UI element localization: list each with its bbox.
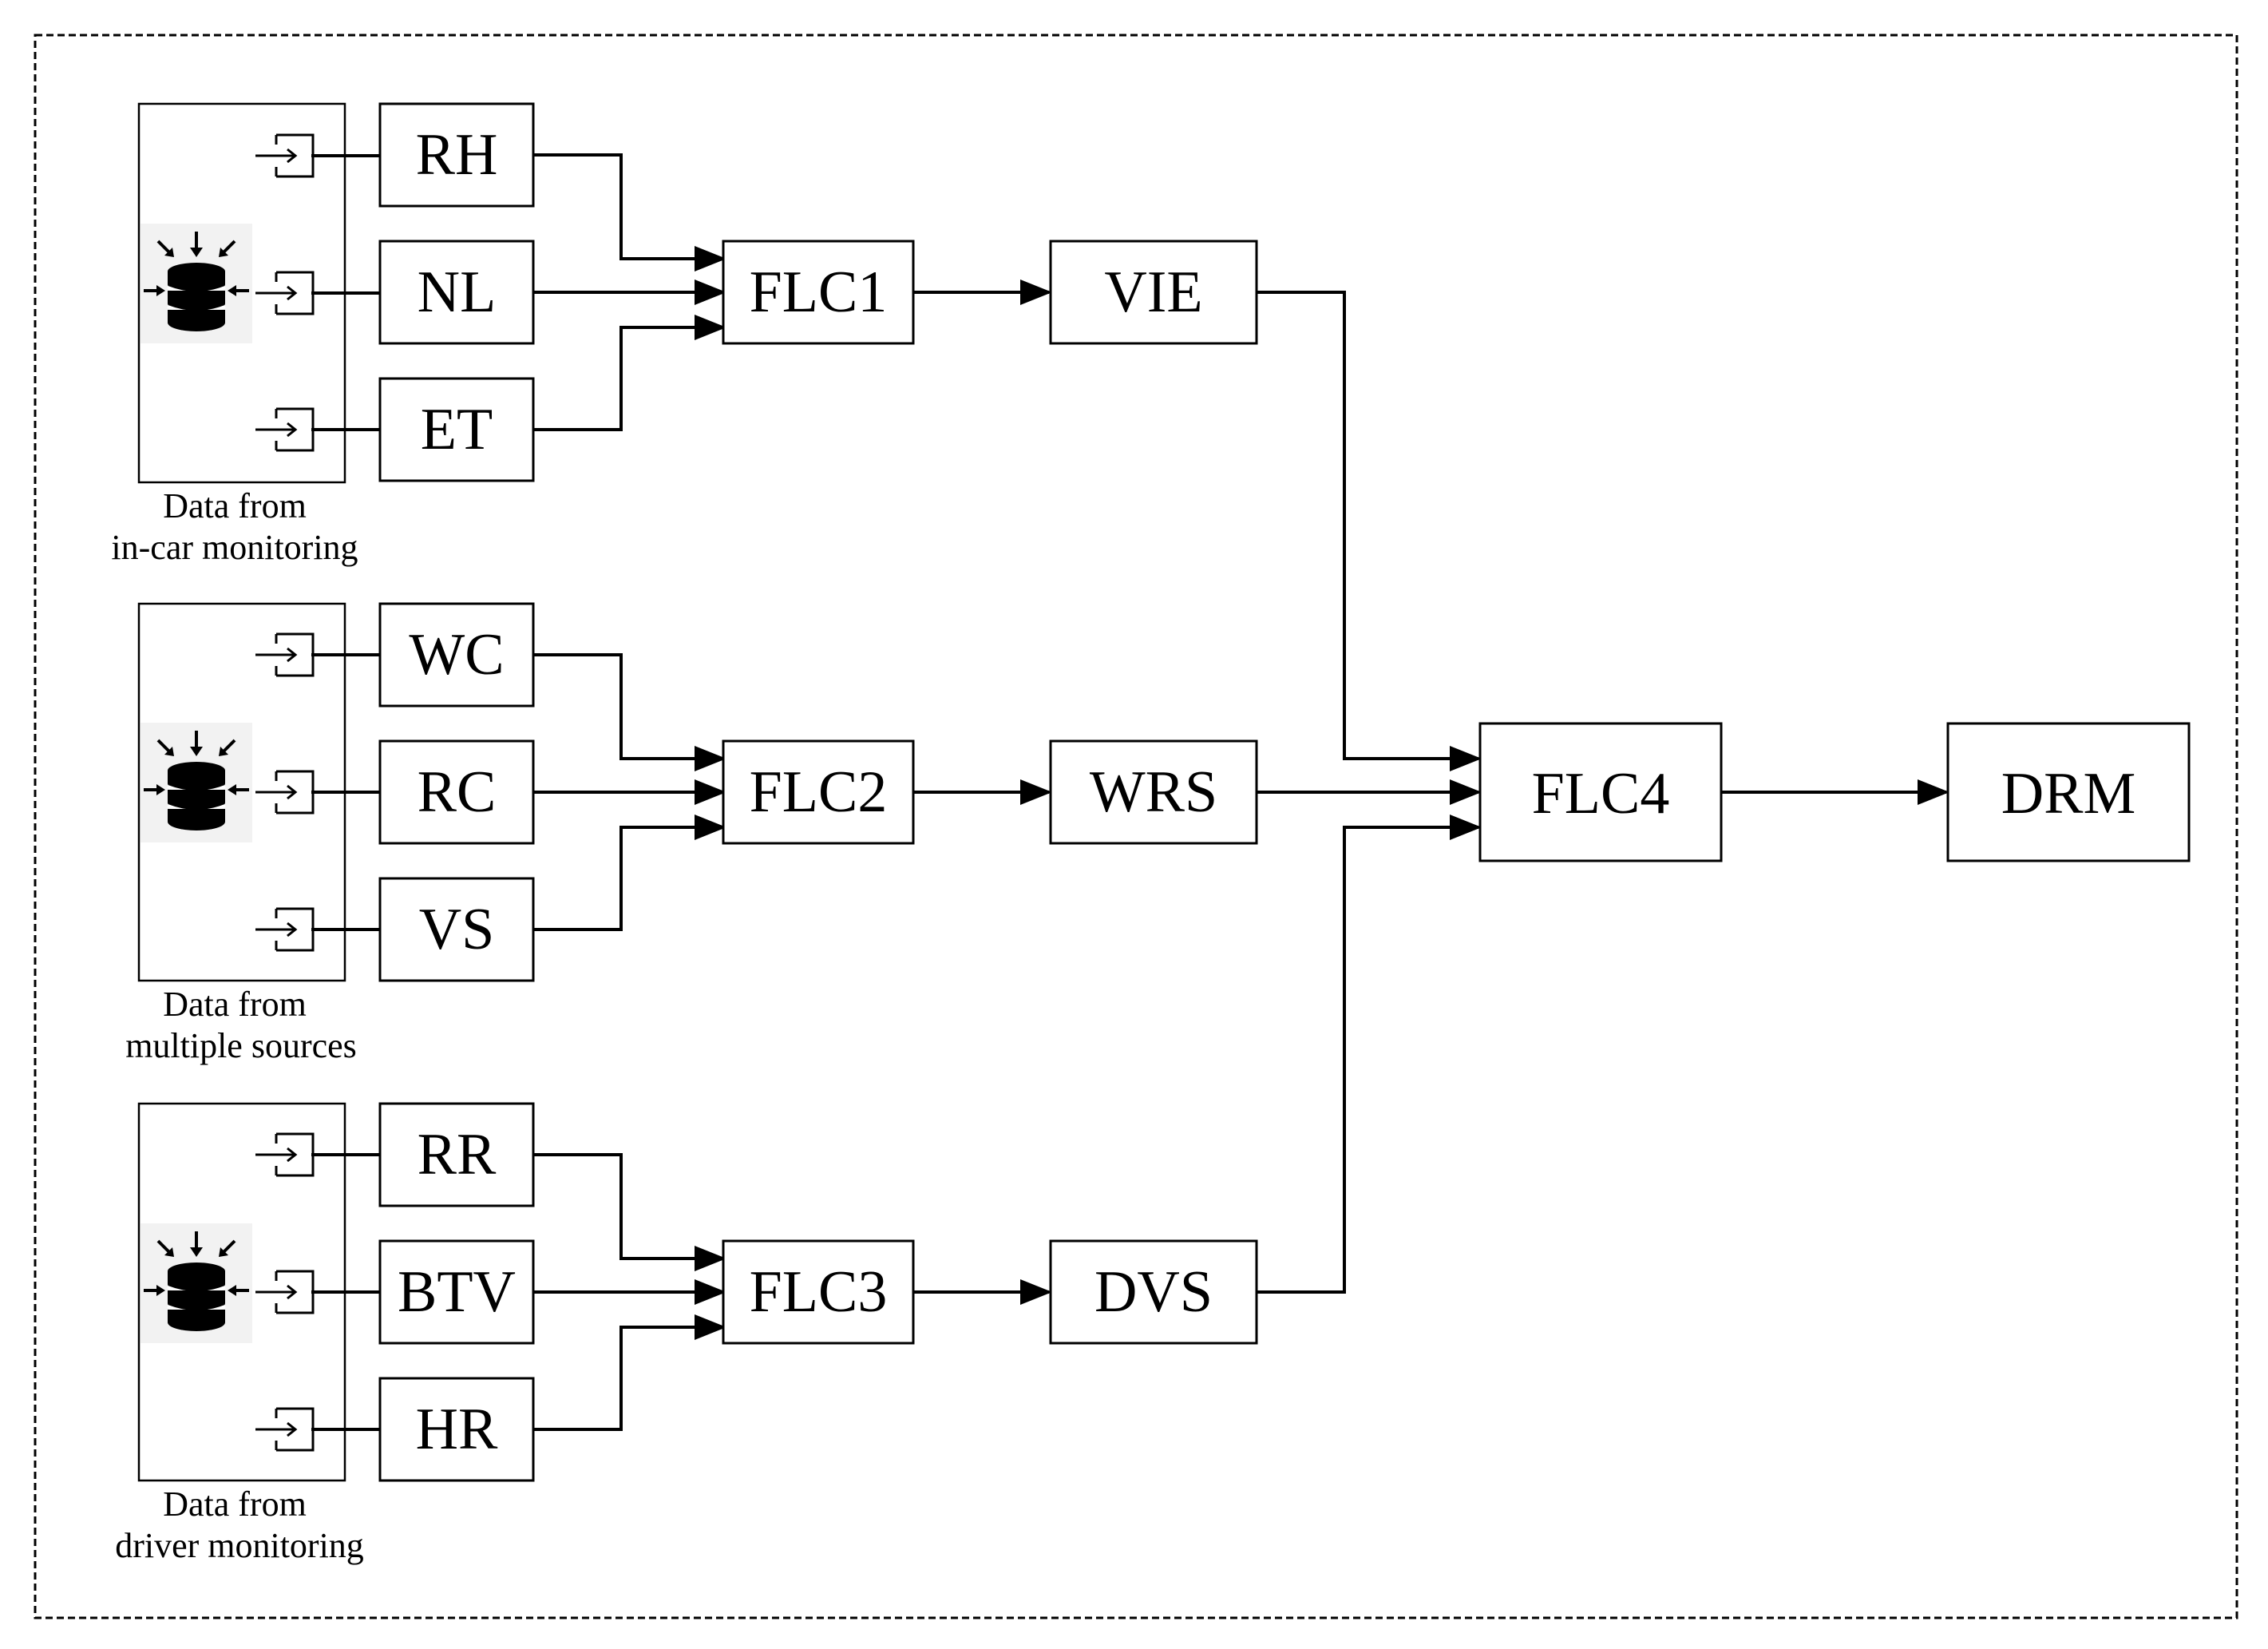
outer-dashed-frame: [34, 34, 2238, 1619]
group-label-line2: driver monitoring: [115, 1526, 364, 1565]
node-flc2: [722, 739, 915, 845]
group-label-line1: Data from: [163, 985, 307, 1024]
database-icon: [141, 723, 252, 842]
input-port-icon: [255, 1407, 315, 1452]
node-drm: [1946, 722, 2191, 862]
node-nl-label: NL: [418, 260, 497, 325]
node-wrs-label: WRS: [1090, 759, 1217, 825]
node-flc3: [722, 1239, 915, 1345]
node-vie: [1049, 240, 1258, 345]
node-rc: [378, 739, 535, 845]
node-flc2-label: FLC2: [750, 759, 888, 825]
node-rh-label: RH: [416, 122, 498, 188]
group-label-line2: in-car monitoring: [111, 528, 358, 567]
node-vs-label: VS: [419, 897, 495, 962]
database-icon: [141, 1223, 252, 1343]
node-flc4: [1478, 722, 1723, 862]
node-flc1-label: FLC1: [750, 260, 888, 325]
input-port-icon: [255, 632, 315, 677]
input-port-icon: [255, 770, 315, 815]
node-wc-label: WC: [409, 622, 504, 688]
node-rc-label: RC: [418, 759, 497, 825]
node-flc4-label: FLC4: [1532, 761, 1670, 826]
node-rr-label: RR: [418, 1122, 497, 1187]
node-btv: [378, 1239, 535, 1345]
node-rh: [378, 102, 535, 208]
input-port-icon: [255, 907, 315, 952]
node-dvs-label: DVS: [1094, 1259, 1213, 1325]
input-port-icon: [255, 1132, 315, 1177]
node-et-label: ET: [421, 397, 493, 462]
input-port-icon: [255, 271, 315, 315]
node-vs: [378, 877, 535, 982]
node-hr-label: HR: [416, 1397, 498, 1462]
group-label-line2: multiple sources: [125, 1026, 357, 1065]
group-label-line1: Data from: [163, 1484, 307, 1524]
input-port-icon: [255, 407, 315, 452]
database-icon: [141, 224, 252, 343]
input-port-icon: [255, 133, 315, 178]
input-port-icon: [255, 1270, 315, 1314]
node-drm-label: DRM: [2001, 761, 2136, 826]
node-btv-label: BTV: [398, 1259, 516, 1325]
group-label-line1: Data from: [163, 486, 307, 525]
node-hr: [378, 1377, 535, 1482]
node-nl: [378, 240, 535, 345]
node-wc: [378, 602, 535, 708]
node-vie-label: VIE: [1104, 260, 1202, 325]
node-flc3-label: FLC3: [750, 1259, 888, 1325]
